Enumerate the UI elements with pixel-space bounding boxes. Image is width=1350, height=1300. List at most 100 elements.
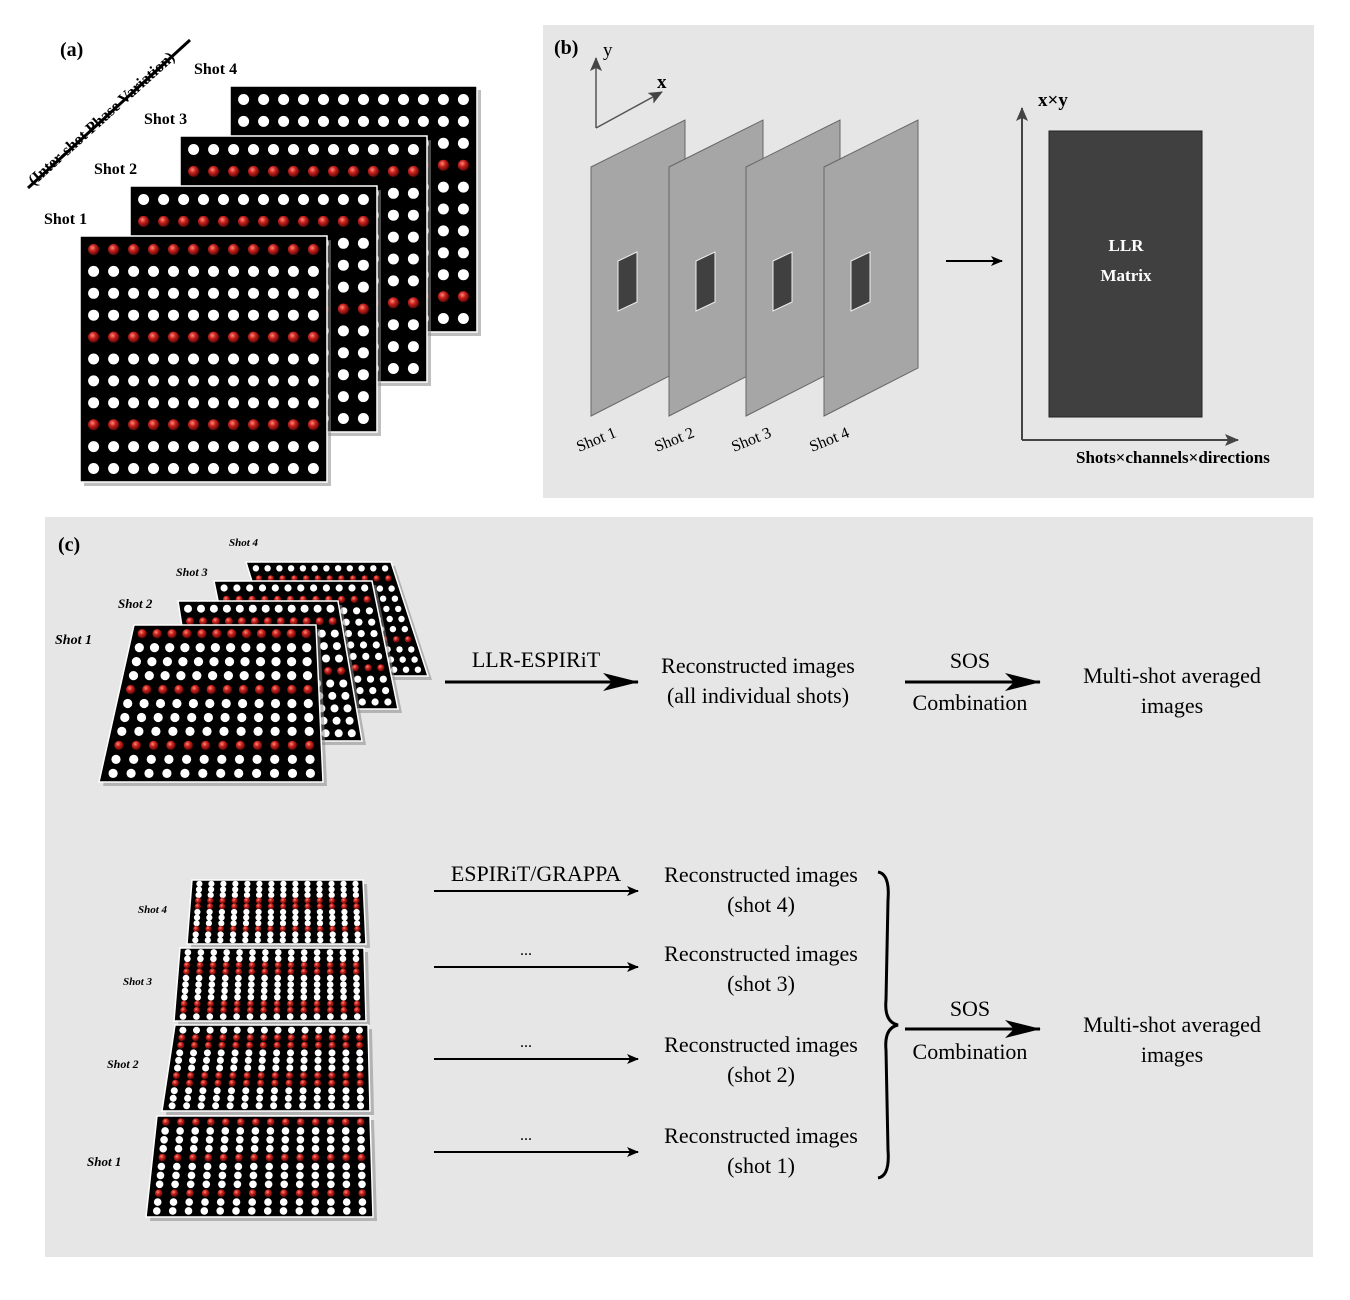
white-dot <box>311 1180 320 1189</box>
red-dot <box>280 903 287 910</box>
white-dot <box>337 281 349 293</box>
white-dot <box>247 1026 255 1034</box>
white-dot <box>292 920 299 927</box>
white-dot <box>295 1207 304 1215</box>
white-dot <box>356 687 364 695</box>
white-dot <box>354 931 361 938</box>
white-dot <box>195 981 202 988</box>
red-dot <box>300 1000 308 1008</box>
red-dot <box>209 961 217 969</box>
white-dot <box>300 974 308 982</box>
white-dot <box>328 1087 336 1095</box>
white-dot <box>353 981 360 988</box>
white-dot <box>437 203 449 215</box>
white-dot <box>200 1207 209 1215</box>
panel-c-bottom-sheet-shot-3 <box>173 947 370 1025</box>
white-dot <box>261 604 270 613</box>
white-dot <box>228 353 239 365</box>
white-dot <box>272 1064 280 1072</box>
white-dot <box>234 754 245 765</box>
bottom-final-line2: images <box>1141 1042 1203 1067</box>
red-dot <box>266 1118 275 1126</box>
white-dot <box>179 1013 187 1020</box>
white-dot <box>220 994 228 1001</box>
white-dot <box>158 194 170 205</box>
top-final-line1: Multi-shot averaged <box>1083 663 1261 688</box>
red-dot <box>271 1072 279 1080</box>
white-dot <box>187 712 197 723</box>
red-dot <box>235 961 243 969</box>
red-dot <box>222 684 232 695</box>
white-dot <box>287 987 294 995</box>
white-dot <box>254 698 264 709</box>
red-dot <box>271 684 281 695</box>
red-dot <box>349 575 357 582</box>
white-dot <box>457 225 469 237</box>
red-dot <box>88 419 100 431</box>
white-dot <box>327 1207 335 1215</box>
red-dot <box>364 664 372 672</box>
white-dot <box>208 671 218 681</box>
white-dot <box>255 671 265 681</box>
white-dot <box>326 974 334 982</box>
white-dot <box>243 914 250 921</box>
white-dot <box>357 369 369 381</box>
white-dot <box>292 886 299 893</box>
white-dot <box>337 369 349 381</box>
white-dot <box>387 319 399 331</box>
red-dot <box>205 1034 213 1042</box>
white-dot <box>287 768 298 779</box>
white-dot <box>300 987 308 995</box>
white-dot <box>184 604 192 613</box>
white-dot <box>358 94 369 105</box>
white-dot <box>197 604 205 613</box>
white-dot <box>220 886 227 893</box>
white-dot <box>256 880 263 887</box>
white-dot <box>287 712 297 723</box>
white-dot <box>287 463 299 474</box>
white-dot <box>358 1180 366 1189</box>
white-dot <box>196 880 203 887</box>
white-dot <box>251 1136 259 1144</box>
white-dot <box>206 1127 214 1135</box>
red-dot <box>329 925 336 933</box>
red-dot <box>173 1153 182 1162</box>
red-dot <box>257 1079 265 1087</box>
white-dot <box>212 1102 220 1110</box>
red-dot <box>357 1153 366 1162</box>
white-dot <box>108 309 120 321</box>
red-dot <box>267 331 279 343</box>
white-dot <box>365 607 373 615</box>
white-dot <box>357 325 369 337</box>
red-dot <box>238 684 248 695</box>
white-dot <box>327 1162 335 1171</box>
white-dot <box>371 698 379 706</box>
white-dot <box>264 1198 272 1206</box>
red-dot <box>337 303 349 315</box>
red-dot <box>311 1189 320 1197</box>
red-dot <box>195 897 202 904</box>
red-dot <box>205 925 212 933</box>
white-dot <box>248 1207 256 1215</box>
white-dot <box>208 287 219 299</box>
red-dot <box>393 636 400 643</box>
white-dot <box>353 908 360 916</box>
white-dot <box>343 1207 351 1215</box>
white-dot <box>387 231 399 243</box>
red-dot <box>313 961 321 969</box>
white-dot <box>182 754 192 765</box>
white-dot <box>287 441 299 453</box>
white-dot <box>300 981 308 988</box>
red-dot <box>317 215 329 227</box>
white-dot <box>128 463 140 474</box>
white-dot <box>302 657 312 667</box>
white-dot <box>206 1026 214 1034</box>
white-dot <box>417 94 429 105</box>
red-dot <box>248 1189 257 1197</box>
red-dot <box>201 1189 210 1197</box>
white-dot <box>168 353 179 365</box>
white-dot <box>123 698 133 709</box>
white-dot <box>345 716 354 725</box>
white-dot <box>248 981 255 988</box>
red-dot <box>327 1189 335 1197</box>
